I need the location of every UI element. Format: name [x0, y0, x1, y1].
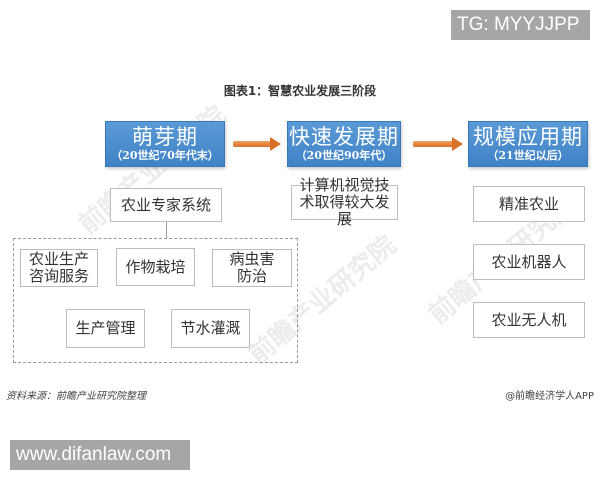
- stage-name: 快速发展期: [289, 125, 399, 149]
- item-pest-control: 病虫害 防治: [212, 249, 292, 287]
- stage-name: 萌芽期: [132, 125, 198, 149]
- arrow-right-icon: [413, 137, 463, 151]
- connector-line: [166, 222, 167, 238]
- stage-period: （20世纪90年代）: [295, 149, 393, 162]
- stage-period: （20世纪70年代末）: [111, 149, 219, 162]
- stage-sprouting: 萌芽期 （20世纪70年代末）: [105, 121, 225, 167]
- item-production-management: 生产管理: [66, 309, 145, 348]
- item-water-saving-irrigation: 节水灌溉: [171, 309, 250, 348]
- credit-note: @前瞻经济学人APP: [505, 391, 594, 402]
- source-note: 资料来源：前瞻产业研究院整理: [6, 391, 146, 402]
- item-agricultural-drone: 农业无人机: [473, 302, 585, 338]
- expert-system-applications-group: [13, 238, 298, 363]
- item-computer-vision: 计算机视觉技术取得较大发展: [291, 177, 398, 228]
- arrow-right-icon: [233, 137, 281, 151]
- bottom-badge: www.difanlaw.com: [10, 440, 190, 470]
- item-expert-system: 农业专家系统: [110, 188, 222, 222]
- top-badge: TG: MYYJJPP: [451, 10, 590, 40]
- item-agricultural-robot: 农业机器人: [473, 244, 585, 280]
- item-production-consulting: 农业生产 咨询服务: [20, 249, 98, 287]
- stage-large-scale-application: 规模应用期 （21世纪以后）: [468, 121, 588, 167]
- stage-period: （21世纪以后）: [487, 149, 569, 162]
- item-crop-cultivation: 作物栽培: [116, 248, 195, 286]
- stage-name: 规模应用期: [473, 125, 583, 149]
- diagram-title: 图表1：智慧农业发展三阶段: [223, 84, 377, 98]
- stage-rapid-development: 快速发展期 （20世纪90年代）: [287, 121, 401, 167]
- item-precision-agriculture: 精准农业: [473, 186, 585, 222]
